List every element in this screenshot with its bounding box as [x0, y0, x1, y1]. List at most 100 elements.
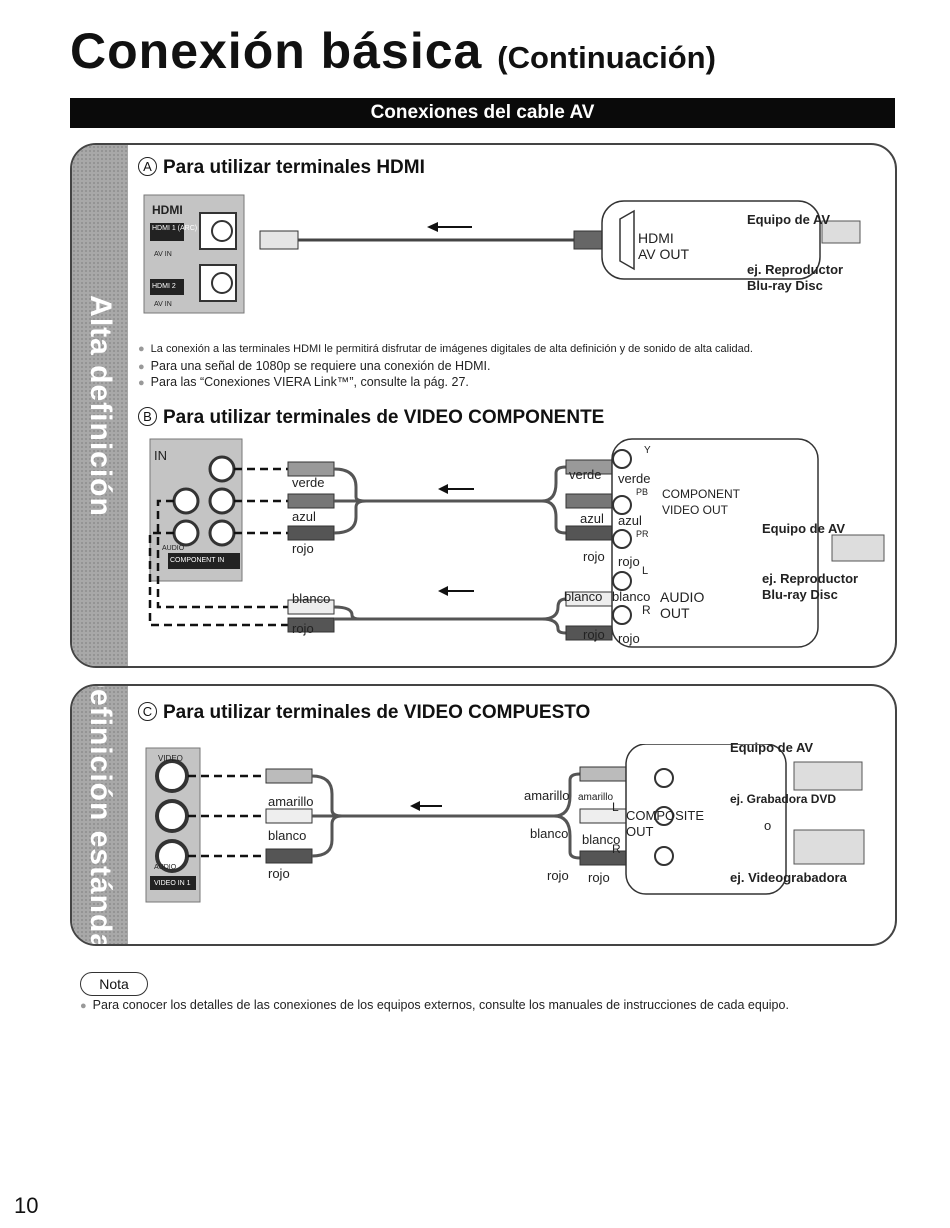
- tv-in-label: IN: [154, 448, 167, 463]
- audio-out-1: AUDIO: [660, 589, 705, 605]
- side-tab-high-def: Alta definición: [72, 145, 128, 666]
- jack: [208, 487, 236, 515]
- jack-label-verde: verde: [618, 471, 651, 486]
- tv-hdmi2-sub: AV IN: [154, 301, 172, 308]
- cable-color-blanco: blanco: [268, 828, 307, 843]
- section-b-letter: B: [138, 407, 157, 426]
- section-a-letter: A: [138, 157, 157, 176]
- jack: [654, 806, 674, 826]
- cable-color-azul: azul: [580, 511, 604, 526]
- jack-letter-pb: PB: [636, 487, 649, 497]
- device-c-example2: ej. Videograbadora: [730, 870, 847, 885]
- hdmi-diagram: [143, 194, 861, 314]
- cable-color-azul: azul: [292, 509, 316, 524]
- cable-color-rojo: rojo: [583, 549, 605, 564]
- hdmi-plug-left: [259, 230, 299, 250]
- jack-label-rojo: rojo: [618, 554, 640, 569]
- hdmi-port-2: [199, 264, 237, 302]
- jack-letter-pr: PR: [636, 529, 649, 539]
- high-def-panel: Alta definición A Para utilizar terminale…: [70, 143, 897, 668]
- side-tab-std-def: Definición estándar: [72, 686, 128, 944]
- tv-video-label: VIDEO: [158, 754, 183, 763]
- jack: [155, 759, 189, 793]
- component-diagram: [148, 438, 885, 648]
- jack: [612, 605, 632, 625]
- nota-text: Para conocer los detalles de las conexio…: [80, 998, 789, 1012]
- section-banner: Conexiones del cable AV: [70, 98, 895, 128]
- section-b-title: B Para utilizar terminales de VIDEO COMPO…: [138, 407, 604, 429]
- section-a-bullet: Para una señal de 1080p se requiere una …: [138, 359, 491, 373]
- tv-hdmi1-label: HDMI 1 (ARC): [152, 225, 198, 232]
- side-label-std-def: Definición estándar: [84, 684, 117, 946]
- tv-component-label: COMPONENT IN: [170, 557, 225, 564]
- tv-video-in-label: VIDEO IN 1: [154, 880, 191, 887]
- jack: [172, 487, 200, 515]
- jack: [612, 529, 632, 549]
- section-a-bullet: Para las “Conexiones VIERA Link™”, consu…: [138, 375, 469, 389]
- cable-color-rojo: rojo: [292, 541, 314, 556]
- nota-badge: Nota: [80, 972, 148, 996]
- section-c-letter: C: [138, 702, 157, 721]
- device-b-title: Equipo de AV: [762, 521, 846, 536]
- page-title: Conexión básica (Continuación): [70, 22, 716, 80]
- section-b-title-text: Para utilizar terminales de VIDEO COMPON…: [163, 407, 605, 428]
- component-out-1: COMPONENT: [662, 487, 740, 501]
- cable-color-rojo: rojo: [268, 866, 290, 881]
- composite-out-2: OUT: [626, 824, 654, 839]
- hdmi-port-1: [199, 212, 237, 250]
- device-a-title: Equipo de AV: [747, 212, 831, 227]
- page-title-sub: (Continuación): [497, 40, 716, 75]
- jack-label-rojo: rojo: [588, 870, 610, 885]
- blu-ray-player: [831, 534, 885, 562]
- cable-color-rojo: rojo: [292, 621, 314, 636]
- jack: [612, 571, 632, 591]
- section-c-title-text: Para utilizar terminales de VIDEO COMPUE…: [163, 702, 591, 723]
- section-a-title-text: Para utilizar terminales HDMI: [163, 157, 425, 178]
- jack: [208, 519, 236, 547]
- jack-label-blanco: blanco: [582, 832, 621, 847]
- cable-color-verde: verde: [569, 467, 602, 482]
- component-out-2: VIDEO OUT: [662, 503, 729, 517]
- jack: [155, 799, 189, 833]
- tv-hdmi1-sub: AV IN: [154, 251, 172, 258]
- cable-color-verde: verde: [292, 475, 325, 490]
- jack: [208, 455, 236, 483]
- jack-letter-r: R: [612, 842, 621, 856]
- device-b-example2: Blu-ray Disc: [762, 587, 838, 602]
- std-def-panel: Definición estándar C Para utilizar termi…: [70, 684, 897, 946]
- device-a-example1: ej. Reproductor: [747, 262, 844, 277]
- jack-letter-y: Y: [644, 445, 651, 456]
- cable-color-amarillo: amarillo: [524, 788, 570, 803]
- tv-audio-label: AUDIO: [162, 545, 185, 552]
- jack: [654, 846, 674, 866]
- tv-audio-label: AUDIO: [154, 864, 177, 871]
- cable-color-blanco: blanco: [564, 589, 603, 604]
- jack-letter-l: L: [642, 565, 649, 577]
- section-c-title: C Para utilizar terminales de VIDEO COMPU…: [138, 702, 590, 724]
- tv-hdmi2-label: HDMI 2: [152, 283, 176, 290]
- jack: [612, 495, 632, 515]
- device-a-example2: Blu-ray Disc: [747, 278, 823, 293]
- section-a-bullet: La conexión a las terminales HDMI le per…: [138, 343, 753, 355]
- cable-color-blanco: blanco: [292, 591, 331, 606]
- cable-color-rojo: rojo: [547, 868, 569, 883]
- cable-color-amarillo: amarillo: [268, 794, 314, 809]
- dvd-recorder: [793, 761, 863, 791]
- device-port-box: [611, 438, 819, 648]
- jack-label-blanco: blanco: [612, 589, 651, 604]
- cable-color-rojo: rojo: [583, 627, 605, 642]
- jack-letter-r: R: [642, 603, 651, 617]
- device-port-box: [601, 200, 821, 280]
- side-label-high-def: Alta definición: [84, 294, 117, 517]
- hdmi-av-out-line2: AV OUT: [638, 246, 690, 262]
- device-b-example1: ej. Reproductor: [762, 571, 859, 586]
- jack-label-azul: azul: [618, 513, 642, 528]
- vcr: [793, 829, 865, 865]
- jack: [172, 519, 200, 547]
- device-c-example1: ej. Grabadora DVD: [730, 792, 837, 806]
- device-c-title: Equipo de AV: [730, 740, 814, 755]
- jack: [654, 768, 674, 788]
- composite-diagram: [145, 744, 865, 903]
- page-title-main: Conexión básica: [70, 23, 483, 79]
- jack: [612, 449, 632, 469]
